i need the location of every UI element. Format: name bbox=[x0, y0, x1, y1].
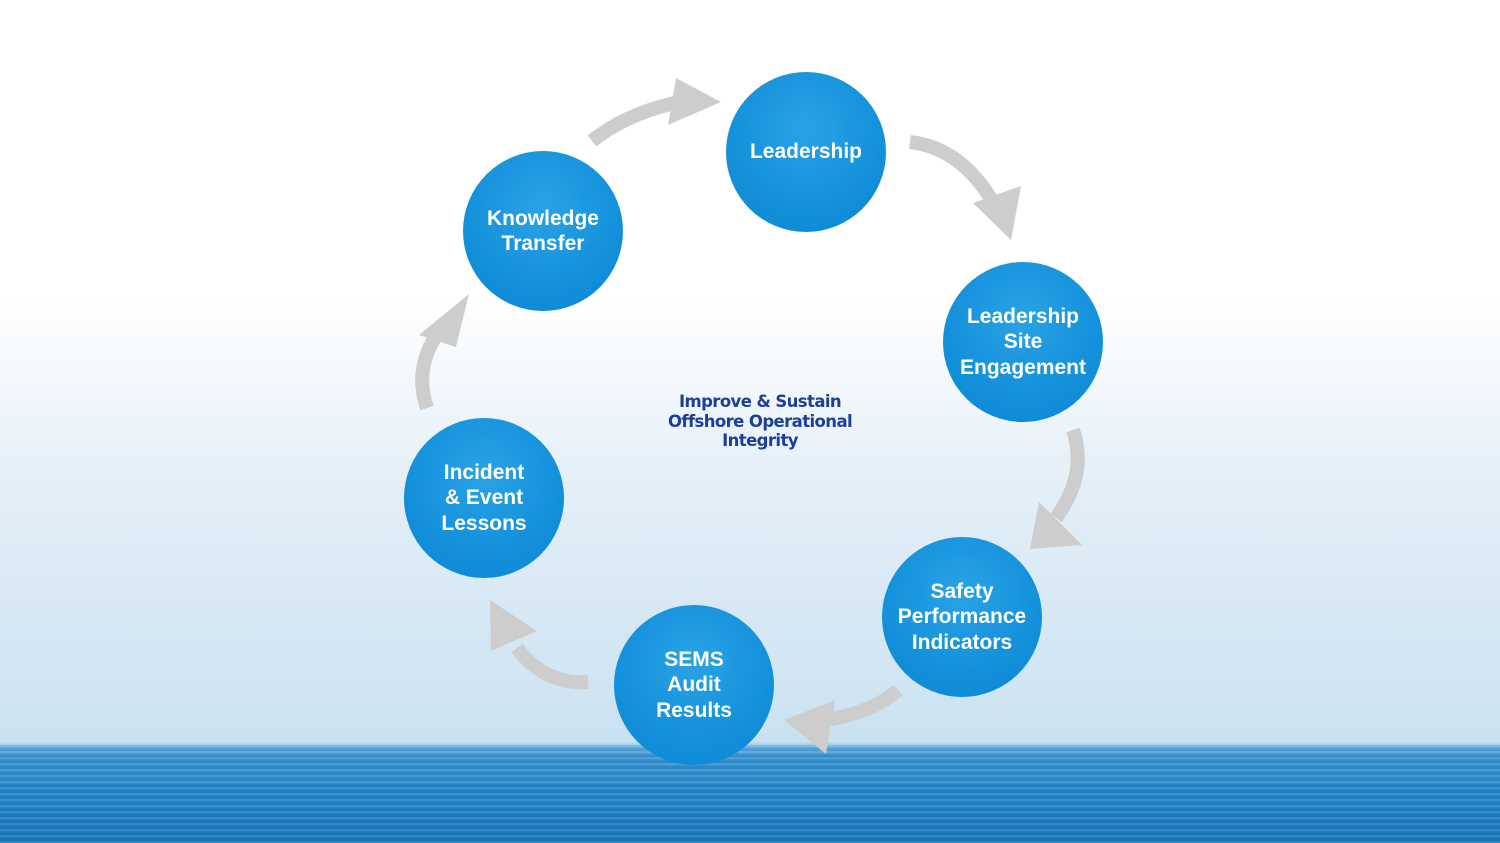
arrow-audit-to-lessons bbox=[511, 643, 589, 690]
arrow-engagement-to-indicators bbox=[1050, 427, 1085, 523]
center-title: Improve & Sustain Offshore Operational I… bbox=[667, 392, 853, 450]
arrowhead-transfer bbox=[419, 294, 469, 347]
horizon-line bbox=[0, 742, 1500, 747]
arrowhead-engagement bbox=[973, 186, 1021, 240]
node-knowledge-transfer: Knowledge Transfer bbox=[463, 151, 623, 311]
arrow-indicators-to-audit bbox=[824, 684, 903, 727]
arrowhead-leadership bbox=[668, 78, 721, 125]
arrowhead-indicators bbox=[1030, 502, 1082, 549]
node-leadership-label: Leadership bbox=[749, 140, 863, 164]
node-leadership-site-engagement-label: Leadership Site Engagement bbox=[959, 304, 1087, 379]
arrowhead-lessons bbox=[490, 600, 537, 651]
arrow-leadership-to-engagement bbox=[908, 135, 1001, 208]
node-incident-event-lessons: Incident & Event Lessons bbox=[404, 418, 564, 578]
node-leadership-site-engagement: Leadership Site Engagement bbox=[943, 262, 1103, 422]
node-incident-event-lessons-label: Incident & Event Lessons bbox=[441, 460, 527, 535]
node-leadership: Leadership bbox=[726, 72, 886, 232]
node-safety-performance-indicators-label: Safety Performance Indicators bbox=[897, 579, 1027, 654]
node-sems-audit-results: SEMS Audit Results bbox=[614, 605, 774, 765]
sea-background bbox=[0, 745, 1500, 843]
arrowhead-audit bbox=[784, 700, 835, 754]
node-sems-audit-results-label: SEMS Audit Results bbox=[656, 647, 732, 722]
node-knowledge-transfer-label: Knowledge Transfer bbox=[486, 206, 599, 256]
arrow-lessons-to-transfer bbox=[415, 332, 442, 411]
node-safety-performance-indicators: Safety Performance Indicators bbox=[882, 537, 1042, 697]
